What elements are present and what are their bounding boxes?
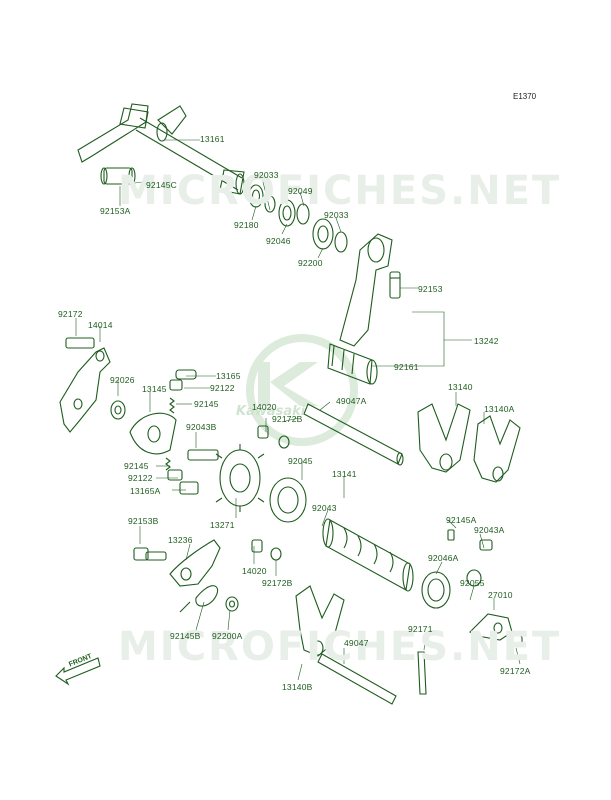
leader-lines	[75, 139, 521, 681]
part-label-92172a: 92172A	[500, 666, 531, 676]
part-label-92171: 92171	[408, 624, 433, 634]
part-label-27010: 27010	[488, 590, 513, 600]
part-label-14014: 14014	[88, 320, 113, 330]
watermark-bottom: MICROFICHES.NET	[118, 624, 562, 670]
part-label-92153: 92153	[418, 284, 443, 294]
part-label-92180: 92180	[234, 220, 259, 230]
part-label-92200: 92200	[298, 258, 323, 268]
part-label-92172b-a: 92172B	[272, 414, 303, 424]
part-label-13141: 13141	[332, 469, 357, 479]
part-label-92033-b: 92033	[324, 210, 349, 220]
part-label-13165a: 13165A	[130, 486, 161, 496]
part-label-92153b: 92153B	[128, 516, 159, 526]
logo-wordmark: Kawasaki	[236, 404, 306, 419]
shift-pedal	[327, 233, 401, 385]
part-label-13140: 13140	[448, 382, 473, 392]
part-label-92026: 92026	[110, 375, 135, 385]
part-label-92055: 92055	[460, 578, 485, 588]
part-label-92043: 92043	[312, 503, 337, 513]
part-label-13236: 13236	[168, 535, 193, 545]
part-label-92046: 92046	[266, 236, 291, 246]
part-label-92172: 92172	[58, 309, 83, 319]
kawasaki-k-mark	[258, 362, 318, 406]
part-label-92043a: 92043A	[474, 525, 505, 535]
part-label-13145: 13145	[142, 384, 167, 394]
figure-code: E1370	[513, 92, 537, 101]
part-label-92049: 92049	[288, 186, 313, 196]
part-label-92033-a: 92033	[254, 170, 279, 180]
part-label-13165: 13165	[216, 371, 241, 381]
part-label-92145c: 92145C	[146, 180, 177, 190]
part-label-13271: 13271	[210, 520, 235, 530]
part-label-14020-b: 14020	[242, 566, 267, 576]
part-label-13140a: 13140A	[484, 404, 515, 414]
kawasaki-logo-watermark	[246, 334, 358, 446]
part-label-92161: 92161	[394, 362, 419, 372]
part-label-13242: 13242	[474, 336, 499, 346]
part-label-92145b: 92145B	[170, 631, 201, 641]
part-label-92122-b: 92122	[128, 473, 153, 483]
part-label-49047: 49047	[344, 638, 369, 648]
part-label-92145: 92145	[194, 399, 219, 409]
part-label-92145-b: 92145	[124, 461, 149, 471]
part-label-14020-a: 14020	[252, 402, 277, 412]
part-label-49047a: 49047A	[336, 396, 367, 406]
part-label-13140b: 13140B	[282, 682, 313, 692]
part-label-92153a: 92153A	[100, 206, 131, 216]
part-label-92200a: 92200A	[212, 631, 243, 641]
watermark-top: MICROFICHES.NET	[118, 168, 562, 214]
part-label-92043b: 92043B	[186, 422, 217, 432]
part-label-13161: 13161	[200, 134, 225, 144]
part-label-92122-a: 92122	[210, 383, 235, 393]
shift-drum-assembly	[55, 337, 523, 705]
shift-shaft-assembly	[77, 103, 348, 253]
part-label-92045: 92045	[288, 456, 313, 466]
part-label-92145a: 92145A	[446, 515, 477, 525]
part-label-92172b-b: 92172B	[262, 578, 293, 588]
part-label-92046a: 92046A	[428, 553, 459, 563]
